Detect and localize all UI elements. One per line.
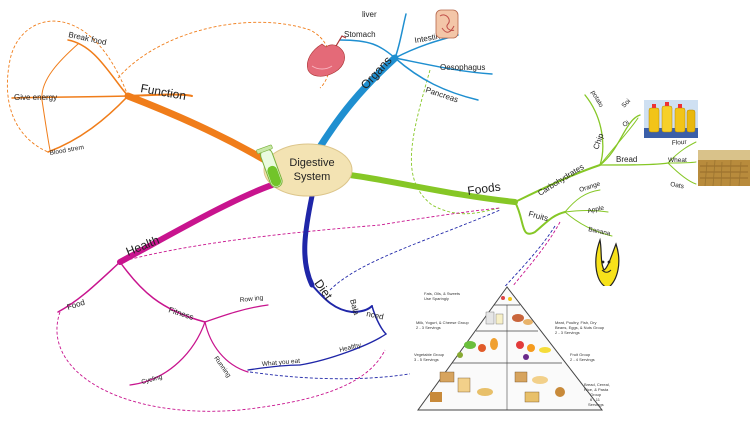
pyramid-fruit-serving: 2 - 4 Servings (570, 357, 595, 362)
fitness-item-rowing: Row ing (239, 295, 263, 304)
pyramid-bread-serving-2: Servings (588, 402, 604, 407)
fruits-label: Fruits (527, 209, 549, 223)
health-label: Health (124, 233, 161, 259)
bread-label: Bread (616, 155, 637, 164)
balanced-label-part2: nced (366, 309, 385, 321)
function-loop-link (6, 20, 129, 153)
pyramid-fruit-title: Fruit Group (570, 352, 591, 357)
fruits-pyramid-link (499, 225, 556, 293)
organs-foods-link (410, 69, 501, 215)
diet-label: Diet (312, 277, 336, 303)
pyramid-vegetable-serving: 3 - 5 Servings (414, 357, 439, 362)
stomach-image (307, 35, 347, 77)
pyramid-top-serving: Use Sparingly (424, 296, 449, 301)
chip-label: Chip (591, 132, 605, 151)
diet-pyramid-link (249, 371, 421, 380)
oil-bottles-image (644, 100, 698, 138)
center-title-line2: System (294, 171, 331, 183)
healthy-label: Healthy (339, 342, 363, 354)
pyramid-milk-serving: 2 - 3 Servings (416, 325, 441, 330)
health-food-label: Food (66, 298, 86, 312)
pyramid-bread-title-2: Rice, & Pasta (584, 387, 609, 392)
pyramid-bread-title-3: Group (590, 392, 602, 397)
health-food-loop-link (56, 311, 386, 412)
organs-label: Organs (358, 53, 395, 92)
function-item-blood-strem: Blood strem (49, 144, 84, 157)
diet-foods-link (329, 209, 501, 291)
fitness-label: Fitness (167, 305, 194, 322)
chip-item-soi: Soi (620, 98, 632, 110)
bread-item-flour: Flour (672, 139, 688, 147)
test-tube-icon (256, 144, 283, 188)
banana-image (595, 237, 620, 289)
fruit-item-apple: Apple (587, 205, 605, 215)
pyramid-meat-serving: 2 - 3 Servings (555, 330, 580, 335)
chip-item-potato: potato (589, 90, 604, 109)
center-node: Digestive System (256, 143, 353, 197)
fitness-item-running: Running (212, 355, 232, 379)
foods-label: Foods (466, 179, 501, 198)
organ-liver: liver (362, 10, 377, 19)
fruit-item-banana: Banana (588, 226, 612, 238)
bread-item-wheat: Wheat (668, 157, 687, 164)
pyramid-vegetable-title: Vegetable Group (414, 352, 445, 357)
pyramid-milk-title: Milk, Yogurt, & Cheese Group (416, 320, 469, 325)
organ-stomach: Stomach (344, 30, 376, 39)
center-title-line1: Digestive (289, 157, 334, 169)
intestine-image (435, 9, 459, 39)
fitness-item-cycling: Cycling (141, 374, 164, 386)
chip-item-oi: Oi (622, 119, 631, 128)
function-branch (11, 39, 269, 164)
health-branch (57, 182, 275, 386)
foods-branch (347, 94, 697, 237)
fruit-item-orange: Orange (578, 180, 601, 193)
pyramid-meat-title: Meat, Poultry, Fish, Dry (555, 320, 597, 325)
bread-item-oats: Oats (670, 181, 685, 190)
wheat-field-image (698, 150, 750, 187)
pyramid-meat-title-2: Beans, Eggs, & Nuts Group (555, 325, 605, 330)
function-item-break-food: Break food (68, 30, 108, 47)
organs-branch (314, 13, 493, 154)
what-you-eat-label: What you eat (262, 358, 301, 368)
balanced-label-part1: Bala (348, 298, 361, 316)
diet-branch (247, 193, 387, 371)
function-item-give-energy: Give energy (14, 93, 57, 102)
pyramid-bread-serving: 6 - 11 (590, 397, 601, 402)
function-organs-link (117, 21, 331, 89)
food-pyramid-image: Fats, Oils, & Sweets Use Sparingly Milk,… (410, 286, 615, 418)
pyramid-bread-title: Bread, Cereal, (584, 382, 610, 387)
carbohydrates-label: Carbohydrates (536, 162, 585, 197)
pyramid-top-title: Fats, Oils, & Sweets (424, 291, 460, 296)
organ-oesophagus: Oesophagus (440, 63, 485, 72)
health-foods-link (119, 207, 501, 263)
